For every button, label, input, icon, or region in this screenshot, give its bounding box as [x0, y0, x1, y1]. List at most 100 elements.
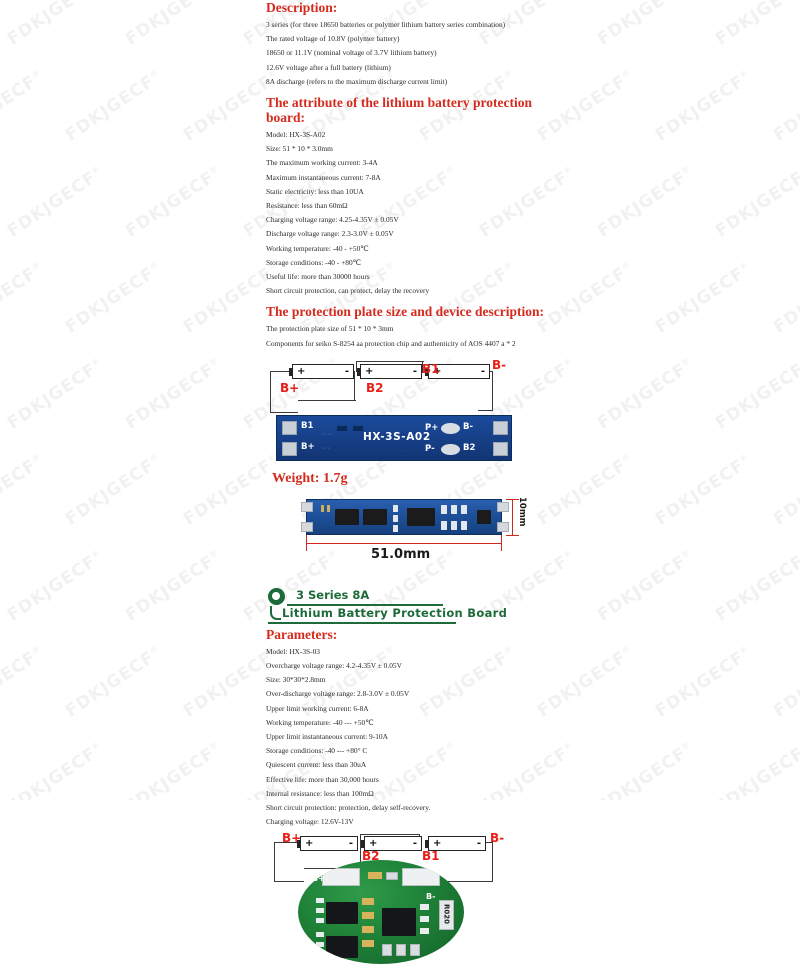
- watermark-text: FDKJGECF®: [61, 451, 161, 530]
- component: [441, 504, 447, 514]
- dimension-length-label: 51.0mm: [371, 546, 431, 562]
- dimension-tick: [306, 534, 308, 551]
- attribute-heading: The attribute of the lithium battery pro…: [266, 95, 532, 126]
- solder-pad-oval: [441, 443, 460, 455]
- list-item: Maximum instantaneous current: 7-8A: [266, 172, 381, 182]
- dimension-tick: [506, 534, 519, 537]
- battery-cell: + -: [289, 363, 354, 379]
- watermark-text: FDKJGECF®: [769, 263, 800, 338]
- component: [396, 943, 406, 956]
- bottom-wiring-diagram: + - + - + - B+ B2 B1 B- B+ B-: [270, 832, 558, 964]
- component: [451, 520, 457, 530]
- watermark-text: FDKJGECF®: [651, 643, 751, 722]
- battery-string-diagram: + - + - + - B+ B2 B1 B-: [270, 357, 558, 415]
- product-spec-content: Description: 3 series (for three 18650 b…: [266, 0, 558, 964]
- list-item: Working temperature: -40 - +50℃: [266, 243, 369, 253]
- component: [386, 871, 398, 880]
- battery-minus: -: [476, 837, 481, 849]
- battery-cell: + -: [425, 363, 490, 379]
- label-b1: B1: [422, 361, 440, 376]
- wire: [478, 409, 493, 412]
- watermark-text: FDKJGECF®: [593, 355, 693, 434]
- wire: [298, 399, 356, 402]
- parameters-section: Parameters: Model: HX-3S-03 Overcharge v…: [266, 627, 558, 830]
- watermark-text: FDKJGECF®: [121, 163, 221, 242]
- silk-p-minus: P-: [425, 443, 435, 454]
- wire: [356, 360, 358, 372]
- silk-b-plus: B+: [301, 441, 315, 452]
- watermark-text: FDKJGECF®: [3, 0, 101, 50]
- component: [393, 514, 398, 522]
- label-b2: B2: [366, 380, 384, 395]
- watermark-text: FDKJGECF®: [651, 259, 751, 338]
- product-banner: 3 Series 8A Lithium Battery Protection B…: [268, 587, 558, 627]
- parameters-list: Model: HX-3S-03 Overcharge voltage range…: [266, 645, 558, 830]
- watermark-text: FDKJGECF®: [593, 739, 693, 800]
- wire: [356, 360, 424, 363]
- list-item: 18650 or 11.1V (nominal voltage of 3.7V …: [266, 48, 437, 58]
- description-heading: Description:: [266, 0, 338, 15]
- watermark-text: FDKJGECF®: [0, 451, 43, 530]
- list-item: Charging voltage: 12.6V-13V: [266, 817, 354, 827]
- wire: [274, 841, 276, 882]
- component: [327, 504, 330, 512]
- dimension-width-label: 10mm: [517, 496, 527, 527]
- wire: [492, 370, 494, 411]
- wire: [274, 880, 304, 882]
- solder-pad: [497, 521, 509, 532]
- ic-chip: [382, 907, 416, 936]
- watermark-text: FDKJGECF®: [121, 355, 221, 434]
- list-item: Upper limit instantaneous current: 9-10A: [266, 732, 388, 742]
- component: [441, 520, 447, 530]
- list-item: Internal resistance: less than 100mΩ: [266, 788, 374, 798]
- list-item: 12.6V voltage after a full battery (lith…: [266, 62, 391, 72]
- watermark-text: FDKJGECF®: [0, 643, 43, 722]
- dimension-tick: [501, 534, 503, 551]
- solder-pad: [322, 867, 360, 886]
- wire: [270, 370, 292, 373]
- battery-plus: +: [297, 365, 306, 377]
- list-item: Storage conditions: -40 --- +80° C: [266, 746, 368, 756]
- banner-rule-top: [287, 603, 443, 607]
- dimension-line-horizontal: [306, 542, 502, 545]
- list-item: Components for seiko S-8254 aa protectio…: [266, 338, 516, 348]
- solder-pad: [301, 501, 313, 512]
- wire: [270, 370, 272, 413]
- component: [382, 943, 392, 956]
- solder-pad: [493, 420, 508, 435]
- list-item: Storage conditions: -40 - +80℃: [266, 257, 361, 267]
- component: [393, 524, 398, 532]
- watermark-text: FDKJGECF®: [61, 67, 161, 146]
- list-item: 3 series (for three 18650 batteries or p…: [266, 20, 506, 29]
- list-item: Upper limit working current: 6-8A: [266, 703, 369, 713]
- ic-chip: [326, 901, 358, 924]
- component: [316, 917, 324, 923]
- watermark-text: FDKJGECF®: [769, 647, 800, 722]
- wire: [422, 360, 424, 373]
- watermark-text: FDKJGECF®: [593, 547, 693, 626]
- watermark-text: FDKJGECF®: [3, 163, 103, 242]
- list-item: Over-discharge voltage range: 2.8-3.0V ±…: [266, 689, 410, 699]
- solder-pad: [497, 501, 509, 512]
- silk-b-plus: B+: [312, 873, 325, 883]
- dimension-tick: [506, 498, 519, 501]
- watermark-text: FDKJGECF®: [0, 67, 43, 146]
- ic-chip: [477, 509, 491, 524]
- solder-pad: [493, 441, 508, 456]
- watermark-text: FDKJGECF®: [121, 0, 219, 50]
- weight-label: Weight: 1.7g: [272, 470, 348, 486]
- battery-plus: +: [433, 365, 442, 377]
- list-item: The rated voltage of 10.8V (polymer batt…: [266, 34, 400, 44]
- battery-plus: +: [305, 837, 314, 849]
- watermark-text: FDKJGECF®: [121, 739, 221, 800]
- list-item: Overcharge voltage range: 4.2-4.35V ± 0.…: [266, 661, 402, 671]
- component: [393, 504, 398, 512]
- battery-minus: -: [344, 365, 349, 377]
- label-b-plus: B+: [280, 380, 300, 395]
- component: [451, 504, 457, 514]
- watermark-text: FDKJGECF®: [61, 643, 161, 722]
- resistor-r020: R020: [439, 899, 454, 930]
- battery-minus: -: [480, 365, 485, 377]
- component: [420, 915, 429, 922]
- dimension-line-vertical: [512, 498, 514, 536]
